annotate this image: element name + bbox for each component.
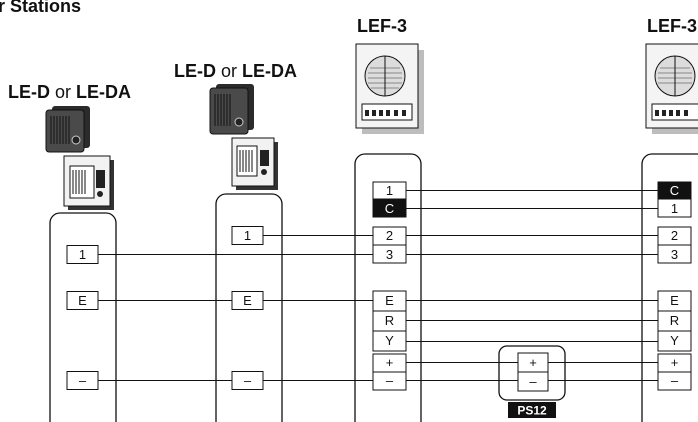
terminal-box-le-d-1: [49, 212, 117, 422]
terminal-le-d-1-e: [66, 291, 99, 310]
diagram-heading: r Stations: [0, 0, 81, 16]
station-label-lef3-2: LEF-3: [647, 16, 697, 36]
terminal-label: R: [670, 313, 679, 328]
station-label-le-d-2: LE-D or LE-DA: [174, 61, 297, 81]
terminal-lef3-1-c: [372, 198, 407, 218]
terminal-label: 2: [671, 228, 678, 243]
terminal-label: 3: [671, 247, 678, 262]
lef3-master-station-icon-2: [645, 43, 698, 134]
station-label-le-d-1: LE-D or LE-DA: [8, 82, 131, 102]
terminal-lef3-2-y: [657, 330, 692, 352]
terminal-lef3-2-minus: [657, 371, 692, 391]
le-da-device-icon-2: [231, 137, 278, 190]
terminals-lef3-1: 1 C 2 3 E R Y + –: [372, 181, 407, 391]
terminal-label: +: [386, 355, 394, 370]
terminal-box-lef3-2: [641, 153, 698, 422]
terminal-label: 3: [386, 247, 393, 262]
terminal-label: –: [79, 373, 87, 388]
terminal-lef3-2-1: [657, 198, 692, 218]
terminal-ps12-minus: [517, 371, 549, 392]
terminal-box-le-d-2: [215, 193, 283, 422]
terminal-label: 1: [386, 183, 393, 198]
terminal-label: E: [78, 293, 87, 308]
terminals-le-d-1: 1 E –: [66, 245, 99, 390]
terminal-label: +: [671, 355, 679, 370]
terminals-lef3-2: C 1 2 3 E R Y + –: [657, 181, 692, 391]
terminal-label: 2: [386, 228, 393, 243]
terminals-le-d-2: 1 E –: [231, 226, 264, 390]
terminal-lef3-2-3: [657, 244, 692, 264]
terminal-lef3-1-y: [372, 330, 407, 352]
terminal-lef3-1-minus: [372, 371, 407, 391]
terminal-le-d-2-minus: [231, 371, 264, 390]
terminal-label: C: [670, 183, 679, 198]
terminal-le-d-1-minus: [66, 371, 99, 390]
power-supply-label: PS12: [517, 404, 547, 418]
power-supply-box: [498, 345, 566, 401]
terminal-lef3-1-3: [372, 244, 407, 264]
le-d-device-icon: [45, 106, 90, 153]
terminal-label: E: [670, 293, 679, 308]
terminal-label: C: [385, 201, 394, 216]
terminal-label: E: [243, 293, 252, 308]
terminal-label: –: [386, 373, 394, 388]
terminal-label: Y: [385, 333, 394, 348]
terminal-label: –: [671, 373, 679, 388]
terminal-label: –: [529, 374, 537, 389]
terminal-label: –: [244, 373, 252, 388]
power-supply: + – PS12: [508, 352, 556, 418]
lef3-master-station-icon: [355, 43, 424, 134]
terminal-le-d-2-e: [231, 291, 264, 310]
terminal-label: 1: [671, 201, 678, 216]
terminal-label: Y: [670, 333, 679, 348]
terminal-le-d-1-1: [66, 245, 99, 264]
terminal-label: 1: [244, 228, 251, 243]
terminal-le-d-2-1: [231, 226, 264, 245]
station-label-lef3-1: LEF-3: [357, 16, 407, 36]
terminal-label: R: [385, 313, 394, 328]
terminal-box-lef3-1: [354, 153, 422, 422]
terminal-label: E: [385, 293, 394, 308]
terminal-label: +: [529, 355, 537, 370]
terminal-label: 1: [79, 247, 86, 262]
le-da-device-icon: [63, 155, 114, 210]
le-d-device-icon-2: [209, 84, 254, 135]
power-supply-label-badge: [508, 402, 556, 418]
wires: [98, 190, 658, 381]
